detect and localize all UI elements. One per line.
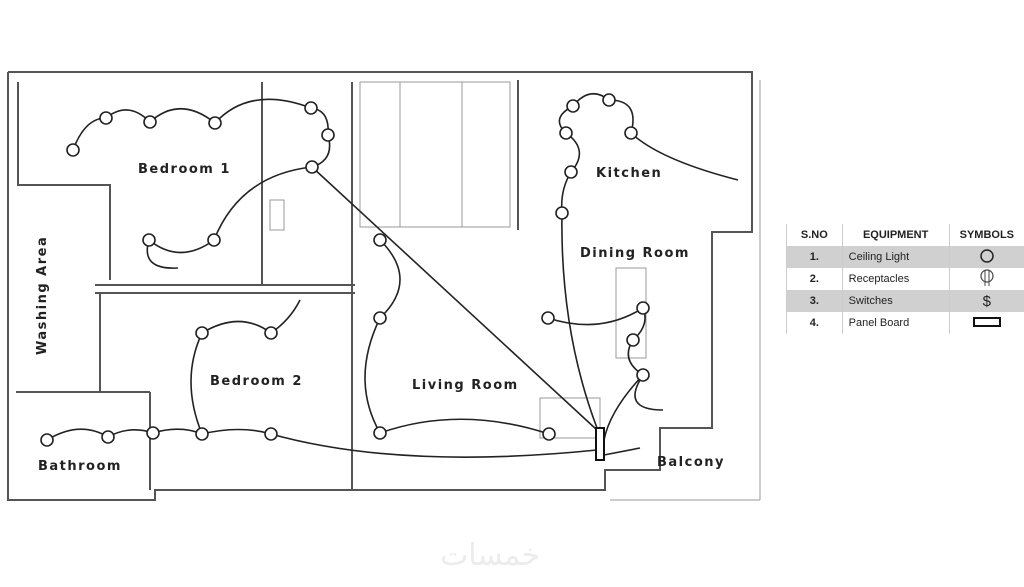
room-labels: Bedroom 1 Bedroom 2 Washing Area Bathroo… — [35, 162, 725, 474]
label-kitchen: Kitchen — [596, 166, 662, 181]
label-balcony: Balcony — [657, 455, 725, 470]
switch-icon: $ — [948, 290, 1024, 312]
label-bedroom-1: Bedroom 1 — [138, 162, 231, 177]
row-no: 2. — [786, 268, 843, 290]
legend-row: 3. Switches $ — [786, 290, 1024, 312]
header-symbols: SYMBOLS — [948, 224, 1024, 246]
legend-header: S.NO EQUIPMENT SYMBOLS — [786, 224, 1024, 246]
row-no: 3. — [786, 290, 843, 312]
legend-table: S.NO EQUIPMENT SYMBOLS 1. Ceiling Light … — [786, 224, 1024, 334]
row-equipment: Receptacles — [841, 268, 950, 290]
legend-row: 1. Ceiling Light — [786, 246, 1024, 268]
label-washing-area: Washing Area — [35, 236, 50, 355]
receptacle-icon — [980, 268, 994, 286]
row-no: 4. — [786, 312, 843, 334]
header-sno: S.NO — [786, 224, 843, 246]
row-no: 1. — [786, 246, 843, 268]
row-equipment: Ceiling Light — [841, 246, 950, 268]
ceiling-lights — [40, 93, 650, 447]
panel-board-icon — [972, 316, 1001, 327]
legend-row: 2. Receptacles — [786, 268, 1024, 290]
panel-board — [595, 427, 605, 461]
label-bedroom-2: Bedroom 2 — [210, 374, 303, 389]
legend-row: 4. Panel Board — [786, 312, 1024, 334]
watermark: خمسات — [440, 538, 541, 573]
header-equipment: EQUIPMENT — [841, 224, 950, 246]
label-living-room: Living Room — [412, 378, 519, 393]
row-equipment: Panel Board — [841, 312, 950, 334]
label-bathroom: Bathroom — [38, 459, 122, 474]
label-dining-room: Dining Room — [580, 246, 690, 261]
row-equipment: Switches — [841, 290, 950, 312]
ceiling-light-icon — [980, 248, 994, 263]
